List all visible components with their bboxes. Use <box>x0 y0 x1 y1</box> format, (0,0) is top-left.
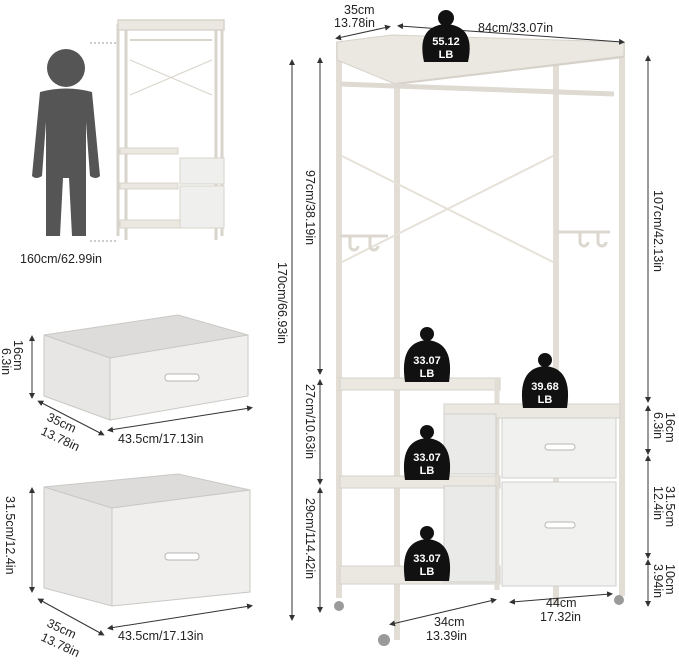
drawer-handle <box>544 443 576 451</box>
svg-text:LB: LB <box>420 566 435 578</box>
svg-text:LB: LB <box>420 368 435 380</box>
weight-badge-shelf3: 33.07 LB <box>403 526 451 581</box>
large-drawer-height: 31.5cm/12.4in <box>3 496 17 575</box>
rack-drawer2-height-in: 12.4in <box>651 486 665 520</box>
small-drawer-width: 43.5cm/17.13in <box>118 432 204 446</box>
drawer-handle <box>544 521 576 529</box>
rack-shelf-width: 34cm <box>434 615 465 629</box>
caster-wheel-icon <box>334 601 344 611</box>
svg-text:55.12: 55.12 <box>432 36 460 48</box>
rack-depth: 35cm <box>344 3 375 17</box>
rack-cabinet-width: 44cm <box>546 596 577 610</box>
svg-text:33.07: 33.07 <box>413 355 441 367</box>
svg-text:33.07: 33.07 <box>413 553 441 565</box>
caster-wheel-icon <box>378 634 390 646</box>
svg-text:LB: LB <box>439 49 454 61</box>
weight-badge-cabinet: 39.68 LB <box>521 353 569 408</box>
svg-text:39.68: 39.68 <box>531 381 559 393</box>
rack-low-height: 29cm/114.42in <box>303 498 317 579</box>
weight-badge-top: 55.12 LB <box>422 10 470 62</box>
rack-total-height: 170cm/66.93in <box>275 262 289 344</box>
person-height-label: 160cm/62.99in <box>20 252 102 266</box>
svg-text:LB: LB <box>420 465 435 477</box>
rack-upper-height: 97cm/38.19in <box>303 170 317 245</box>
rack-cabinet-width-in: 17.32in <box>540 610 581 624</box>
rack-drawer1-height-in: 6.3in <box>651 412 665 439</box>
svg-text:33.07: 33.07 <box>413 452 441 464</box>
large-drawer <box>43 473 251 607</box>
small-drawer-height-in: 6.3in <box>0 348 13 375</box>
small-drawer-height: 16cm <box>11 340 25 371</box>
rack-depth-in: 13.78in <box>334 16 375 30</box>
rack-drawer2-height: 31.5cm <box>663 486 677 527</box>
rack-shelf-width-in: 13.39in <box>426 629 467 643</box>
rack-right-height: 107cm/42.13in <box>651 190 665 272</box>
weight-badge-shelf1: 33.07 LB <box>403 327 451 382</box>
rack-drawer1-height: 16cm <box>663 412 677 443</box>
rack-width: 84cm/33.07in <box>478 21 553 35</box>
person-silhouette-icon <box>32 49 100 236</box>
svg-text:LB: LB <box>538 394 553 406</box>
rack-leg-height: 10cm <box>663 564 677 595</box>
small-drawer <box>43 314 249 421</box>
rack-thumbnail <box>116 19 225 240</box>
drawer-handle <box>164 552 200 561</box>
main-rack <box>334 34 625 646</box>
caster-wheel-icon <box>614 595 624 605</box>
weight-badge-shelf2: 33.07 LB <box>403 425 451 480</box>
rack-leg-height-in: 3.94in <box>651 564 665 598</box>
large-drawer-width: 43.5cm/17.13in <box>118 629 204 643</box>
rack-mid-height: 27cm/10.63in <box>303 384 317 459</box>
drawer-handle <box>164 373 200 382</box>
